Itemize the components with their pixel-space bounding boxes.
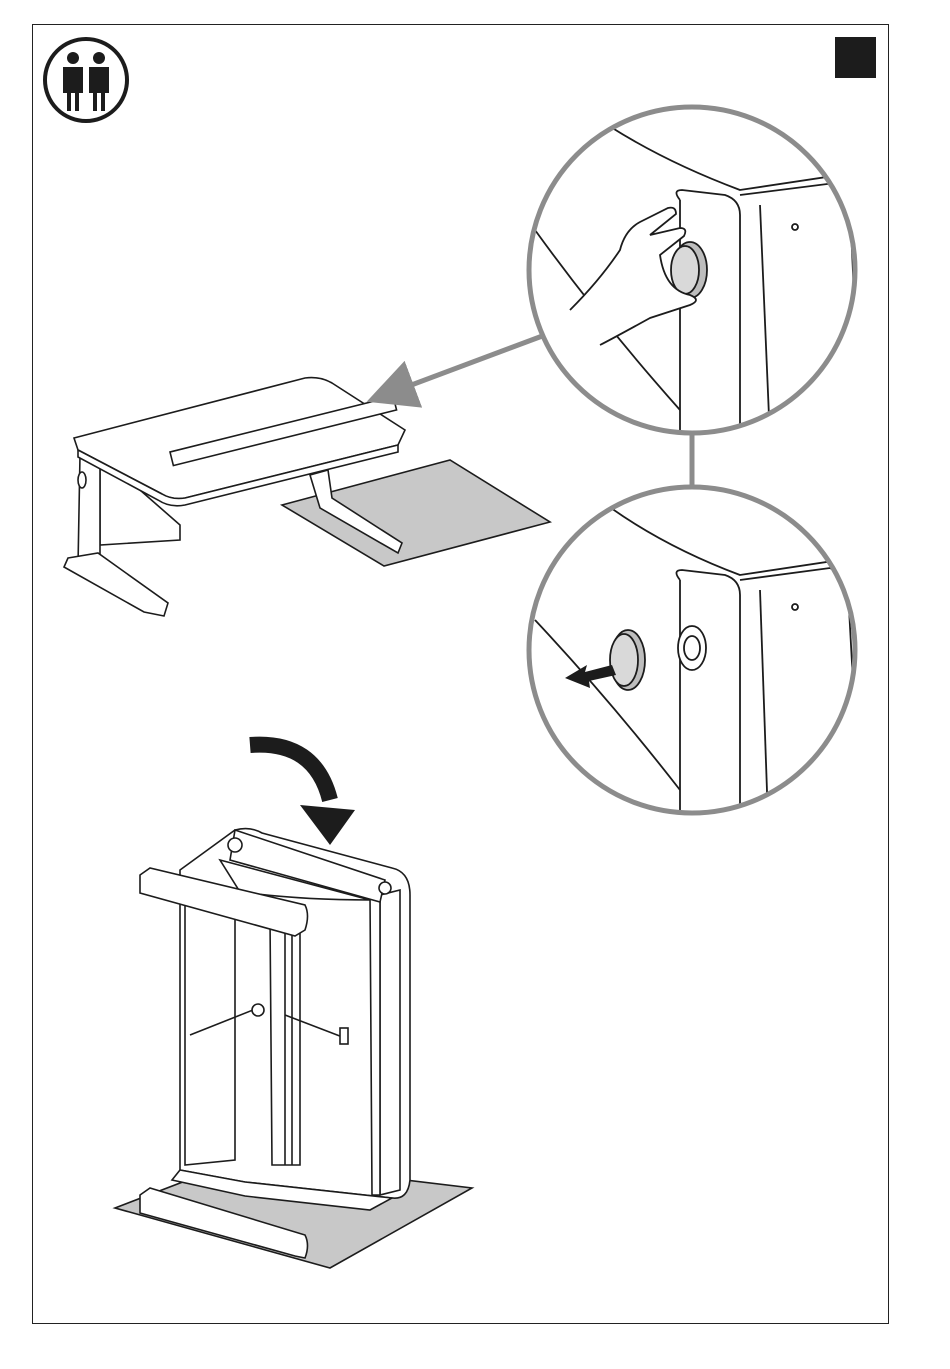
callout-pointer-arrow <box>390 335 545 393</box>
callout-hand-grips-cap <box>529 107 860 440</box>
callout-cap-removed-arrow <box>529 487 860 820</box>
desk-on-mat <box>64 378 550 616</box>
desk-flipped-upside-down <box>115 829 472 1268</box>
rotation-arrow <box>250 745 355 845</box>
two-person-assembly-icon <box>45 39 127 121</box>
